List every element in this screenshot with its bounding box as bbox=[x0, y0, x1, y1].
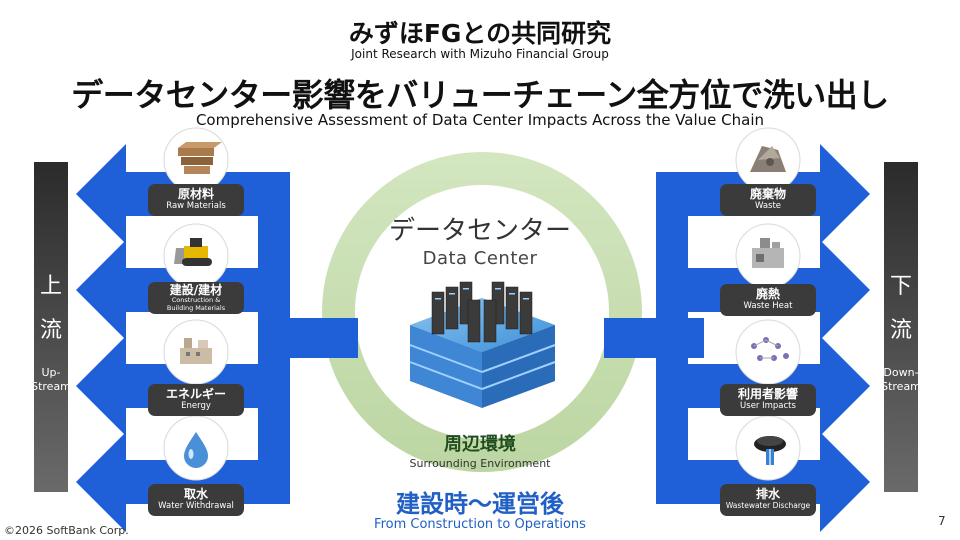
users-network-icon bbox=[751, 337, 789, 361]
downstream-en-line1: Down- bbox=[883, 366, 919, 379]
upstream-jp-bottom: 流 bbox=[39, 318, 62, 343]
label-waste: 廃棄物 Waste bbox=[720, 184, 816, 216]
upstream-en-line1: Up- bbox=[41, 366, 61, 379]
headline-en: Comprehensive Assessment of Data Center … bbox=[195, 111, 765, 129]
label-energy-en: Energy bbox=[181, 401, 211, 411]
label-raw-materials: 原材料 Raw Materials bbox=[148, 184, 244, 216]
timeline-jp: 建設時～運営後 bbox=[396, 490, 564, 518]
label-wastewater: 排水 Wastewater Discharge bbox=[720, 484, 816, 516]
arrow-wastewater bbox=[656, 432, 870, 532]
title-jp: みずほFGとの共同研究 bbox=[348, 19, 612, 48]
label-energy-jp: エネルギー bbox=[165, 387, 226, 401]
label-wastewater-en: Wastewater Discharge bbox=[725, 501, 811, 510]
downstream-connector bbox=[604, 318, 704, 358]
label-waste-jp: 廃棄物 bbox=[749, 187, 786, 201]
label-water-withdrawal: 取水 Water Withdrawal bbox=[148, 484, 244, 516]
downstream-jp-bottom: 流 bbox=[889, 318, 912, 343]
lumber-icon bbox=[178, 142, 222, 174]
label-waste-heat-en: Waste Heat bbox=[743, 301, 793, 311]
page-number: 7 bbox=[938, 514, 946, 528]
label-wastewater-jp: 排水 bbox=[755, 487, 780, 501]
label-waste-en: Waste bbox=[754, 201, 782, 211]
label-construction: 建設/建材 Construction & Building Materials bbox=[148, 282, 244, 314]
surrounding-environment-en: Surrounding Environment bbox=[409, 457, 551, 470]
title-en: Joint Research with Mizuho Financial Gro… bbox=[351, 47, 609, 61]
downstream-bar: 下 流 Down- Stream bbox=[881, 162, 921, 492]
data-center-building-icon bbox=[409, 281, 556, 408]
drain-pipe-icon bbox=[754, 436, 786, 465]
downstream-trunk bbox=[656, 172, 688, 504]
label-user-impacts: 利用者影響 User Impacts bbox=[720, 384, 816, 416]
label-user-impacts-jp: 利用者影響 bbox=[737, 387, 798, 401]
user-impacts-icon-circle bbox=[735, 319, 801, 385]
downstream-en-line2: Stream bbox=[881, 380, 921, 393]
timeline-en: From Construction to Operations bbox=[374, 517, 586, 532]
label-water-withdrawal-en: Water Withdrawal bbox=[158, 501, 234, 511]
data-center-title-en: Data Center bbox=[422, 248, 538, 269]
upstream-bar: 上 流 Up- Stream bbox=[31, 162, 71, 492]
upstream-connector bbox=[258, 318, 358, 358]
label-energy: エネルギー Energy bbox=[148, 384, 244, 416]
label-water-withdrawal-jp: 取水 bbox=[183, 487, 208, 501]
label-construction-en-2: Building Materials bbox=[166, 303, 226, 312]
power-plant-icon bbox=[180, 338, 212, 364]
downstream-jp-top: 下 bbox=[889, 274, 912, 299]
surrounding-environment-jp: 周辺環境 bbox=[444, 434, 516, 455]
label-raw-materials-jp: 原材料 bbox=[177, 187, 214, 201]
label-waste-heat: 廃熱 Waste Heat bbox=[720, 284, 816, 316]
bulldozer-icon bbox=[174, 238, 212, 266]
headline-jp: データセンター影響をバリューチェーン全方位で洗い出し bbox=[71, 76, 889, 114]
upstream-jp-top: 上 bbox=[39, 274, 62, 299]
upstream-en-line2: Stream bbox=[31, 380, 71, 393]
data-center-title-jp: データセンター bbox=[388, 216, 571, 246]
exhaust-machine-icon bbox=[752, 238, 784, 268]
label-waste-heat-jp: 廃熱 bbox=[755, 287, 780, 301]
label-construction-en-1: Construction & bbox=[171, 296, 221, 304]
label-construction-jp: 建設/建材 bbox=[169, 283, 223, 297]
label-raw-materials-en: Raw Materials bbox=[166, 201, 226, 211]
water-drop-icon bbox=[184, 432, 208, 468]
arrow-water-withdrawal bbox=[76, 432, 290, 532]
scrap-pile-icon bbox=[750, 146, 786, 172]
label-user-impacts-en: User Impacts bbox=[740, 401, 796, 411]
copyright: ©2026 SoftBank Corp. bbox=[4, 524, 129, 537]
